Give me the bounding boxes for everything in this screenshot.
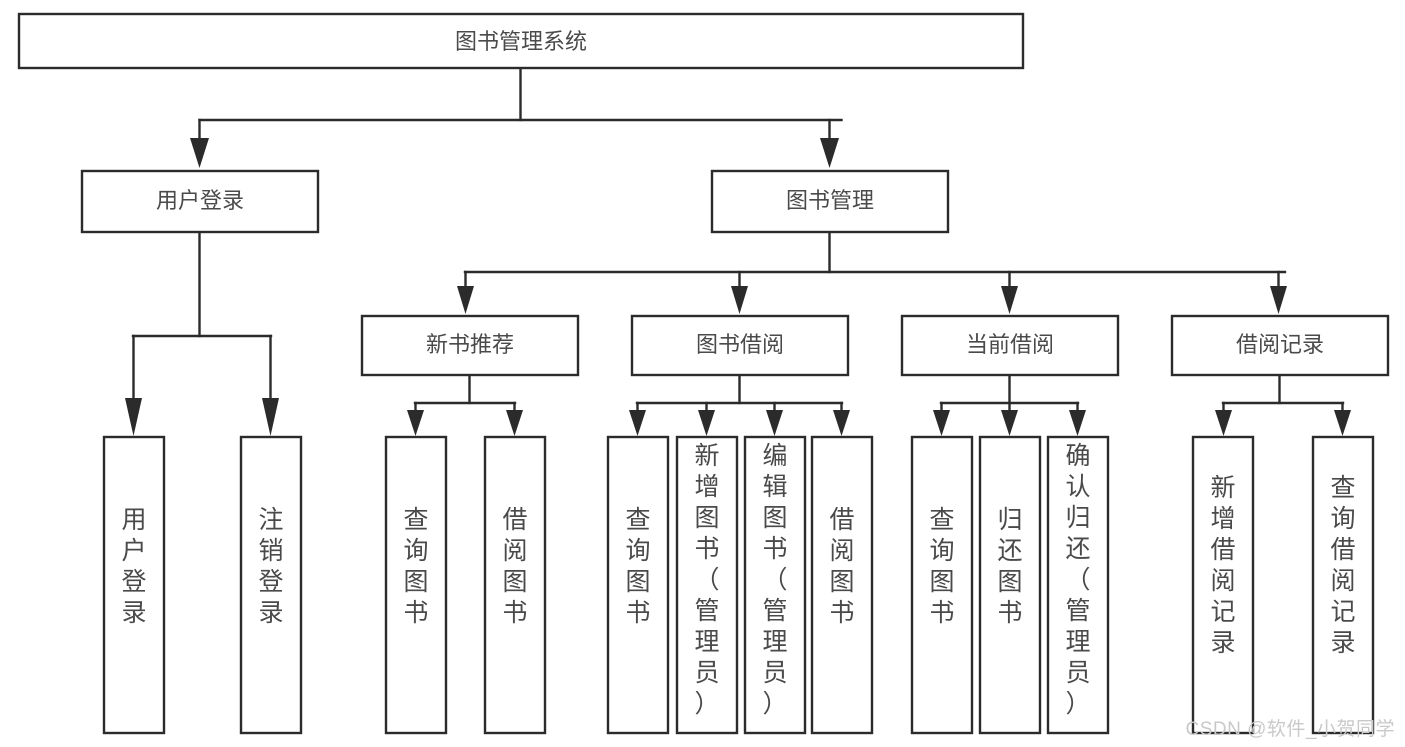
node-leaf-borrow-edit-book-box[interactable] xyxy=(743,435,807,735)
connector-group-root xyxy=(190,66,843,168)
node-leaf-current-return-book-box[interactable] xyxy=(978,435,1042,735)
connector-group-book-manage xyxy=(457,230,1287,314)
node-leaf-borrow-edit-book-label: 编辑图书（管理员） xyxy=(762,442,787,718)
node-new-book-recommend-box[interactable] xyxy=(360,314,580,377)
node-leaf-record-add-box[interactable] xyxy=(1191,435,1255,735)
node-book-borrow-label: 图书借阅 xyxy=(696,332,784,357)
node-leaf-rec-query-book-box[interactable] xyxy=(384,435,448,735)
arrow-head-leaf-current-return-book xyxy=(1001,410,1018,436)
node-leaf-user-login-label: 用户登录 xyxy=(121,506,146,627)
node-user-login[interactable]: 用户登录 xyxy=(80,169,320,234)
arrow-head-leaf-borrow-query-book xyxy=(629,410,646,436)
connector-group-borrow-record xyxy=(1215,373,1351,436)
arrow-head-leaf-rec-borrow-book xyxy=(506,410,523,436)
node-root-label: 图书管理系统 xyxy=(455,29,587,54)
node-leaf-user-login-box[interactable] xyxy=(102,435,166,735)
node-leaf-current-return-book[interactable]: 归还图书 xyxy=(978,435,1042,735)
node-leaf-borrow-query-book-label: 查询图书 xyxy=(625,506,650,627)
node-root[interactable]: 图书管理系统 xyxy=(17,12,1025,70)
node-leaf-current-confirm-return-label: 确认归还（管理员） xyxy=(1065,442,1090,718)
node-leaf-borrow-add-book-box[interactable] xyxy=(675,435,739,735)
arrow-head-leaf-user-login xyxy=(125,398,142,436)
arrow-head-leaf-rec-query-book xyxy=(407,410,424,436)
node-leaf-current-confirm-return[interactable]: 确认归还（管理员） xyxy=(1046,435,1110,735)
node-book-borrow-box[interactable] xyxy=(630,314,850,377)
arrow-head-leaf-record-add xyxy=(1215,410,1232,436)
arrow-head-leaf-borrow-edit-book xyxy=(766,410,783,436)
node-leaf-user-logout[interactable]: 注销登录 xyxy=(239,435,303,735)
node-leaf-user-logout-box[interactable] xyxy=(239,435,303,735)
node-leaf-borrow-add-book[interactable]: 新增图书（管理员） xyxy=(675,435,739,735)
node-leaf-current-query-book-label: 查询图书 xyxy=(929,506,954,627)
node-leaf-current-query-book[interactable]: 查询图书 xyxy=(910,435,974,735)
node-book-manage[interactable]: 图书管理 xyxy=(710,169,950,234)
node-current-borrow-box[interactable] xyxy=(900,314,1120,377)
node-root-box[interactable] xyxy=(17,12,1025,70)
node-leaf-current-query-book-box[interactable] xyxy=(910,435,974,735)
node-leaf-borrow-borrow-book[interactable]: 借阅图书 xyxy=(810,435,874,735)
node-leaf-current-return-book-label: 归还图书 xyxy=(997,506,1022,627)
connector-group-new-book-recommend xyxy=(407,373,523,436)
connector-group-current-borrow xyxy=(933,373,1086,436)
arrow-head-leaf-current-query-book xyxy=(933,410,950,436)
node-leaf-rec-borrow-book-box[interactable] xyxy=(483,435,547,735)
node-leaf-borrow-add-book-label: 新增图书（管理员） xyxy=(694,442,719,718)
node-current-borrow[interactable]: 当前借阅 xyxy=(900,314,1120,377)
arrow-head-user-login xyxy=(190,138,209,168)
connector-group-book-borrow xyxy=(629,373,850,436)
arrow-head-borrow-record xyxy=(1270,286,1287,314)
node-borrow-record[interactable]: 借阅记录 xyxy=(1170,314,1390,377)
arrow-head-leaf-record-query xyxy=(1334,410,1351,436)
connector-group-user-login xyxy=(125,230,279,436)
arrow-head-current-borrow xyxy=(1001,286,1018,314)
arrow-head-leaf-user-logout xyxy=(262,398,279,436)
arrow-head-leaf-current-confirm-return xyxy=(1069,410,1086,436)
arrow-head-leaf-borrow-borrow-book xyxy=(833,410,850,436)
arrow-head-book-borrow xyxy=(731,286,748,314)
node-leaf-record-query-label: 查询借阅记录 xyxy=(1330,474,1355,657)
node-borrow-record-box[interactable] xyxy=(1170,314,1390,377)
node-leaf-record-add[interactable]: 新增借阅记录 xyxy=(1191,435,1255,735)
node-leaf-rec-borrow-book[interactable]: 借阅图书 xyxy=(483,435,547,735)
node-book-manage-box[interactable] xyxy=(710,169,950,234)
node-borrow-record-label: 借阅记录 xyxy=(1236,332,1324,357)
node-current-borrow-label: 当前借阅 xyxy=(966,332,1054,357)
node-leaf-borrow-borrow-book-label: 借阅图书 xyxy=(829,506,854,627)
node-book-borrow[interactable]: 图书借阅 xyxy=(630,314,850,377)
node-leaf-borrow-query-book-box[interactable] xyxy=(606,435,670,735)
node-user-login-box[interactable] xyxy=(80,169,320,234)
node-leaf-rec-query-book-label: 查询图书 xyxy=(403,506,428,627)
node-new-book-recommend[interactable]: 新书推荐 xyxy=(360,314,580,377)
node-new-book-recommend-label: 新书推荐 xyxy=(426,332,514,357)
node-leaf-record-query-box[interactable] xyxy=(1311,435,1375,735)
node-leaf-borrow-borrow-book-box[interactable] xyxy=(810,435,874,735)
node-leaf-rec-borrow-book-label: 借阅图书 xyxy=(502,506,527,627)
node-leaf-borrow-edit-book[interactable]: 编辑图书（管理员） xyxy=(743,435,807,735)
node-leaf-current-confirm-return-box[interactable] xyxy=(1046,435,1110,735)
node-user-login-label: 用户登录 xyxy=(156,188,244,213)
arrow-head-new-book-recommend xyxy=(457,286,474,314)
node-book-manage-label: 图书管理 xyxy=(786,188,874,213)
node-leaf-user-login[interactable]: 用户登录 xyxy=(102,435,166,735)
node-leaf-record-query[interactable]: 查询借阅记录 xyxy=(1311,435,1375,735)
arrow-head-book-manage xyxy=(820,138,839,168)
arrow-head-leaf-borrow-add-book xyxy=(698,410,715,436)
node-leaf-user-logout-label: 注销登录 xyxy=(258,506,283,627)
node-leaf-rec-query-book[interactable]: 查询图书 xyxy=(384,435,448,735)
node-leaf-borrow-query-book[interactable]: 查询图书 xyxy=(606,435,670,735)
node-leaf-record-add-label: 新增借阅记录 xyxy=(1210,474,1235,657)
